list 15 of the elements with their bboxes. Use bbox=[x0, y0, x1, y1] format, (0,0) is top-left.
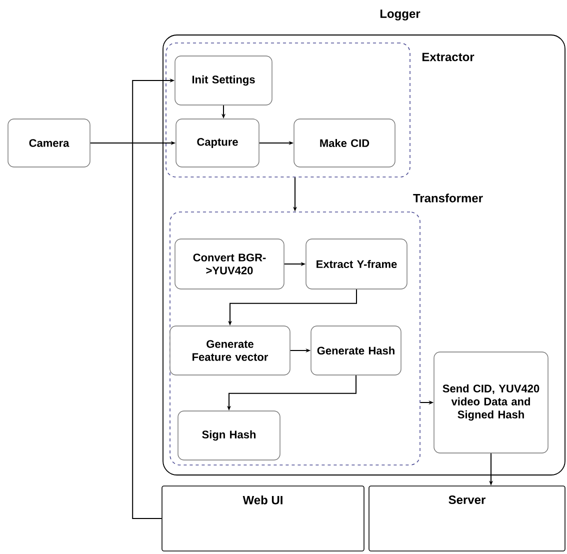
process-box: Generate Feature vector bbox=[170, 326, 290, 376]
process-box: Make CID bbox=[294, 118, 396, 168]
process-box: Init Settings bbox=[174, 56, 272, 106]
system-box: Web UI bbox=[162, 486, 364, 552]
process-box: Generate Hash bbox=[310, 326, 402, 376]
frame-title: Logger bbox=[380, 10, 420, 20]
group-title: Extractor bbox=[422, 52, 474, 62]
group-title: Transformer bbox=[413, 194, 483, 202]
process-box: Extract Y-frame bbox=[306, 238, 408, 290]
process-box: Sign Hash bbox=[178, 410, 280, 460]
process-box: Send CID, YUV420 video Data and Signed Hash bbox=[434, 352, 548, 454]
process-box: Capture bbox=[176, 118, 260, 168]
process-box: Convert BGR->YUV420 bbox=[174, 238, 284, 290]
system-box: Server bbox=[368, 486, 566, 552]
process-box: Camera bbox=[8, 118, 90, 168]
